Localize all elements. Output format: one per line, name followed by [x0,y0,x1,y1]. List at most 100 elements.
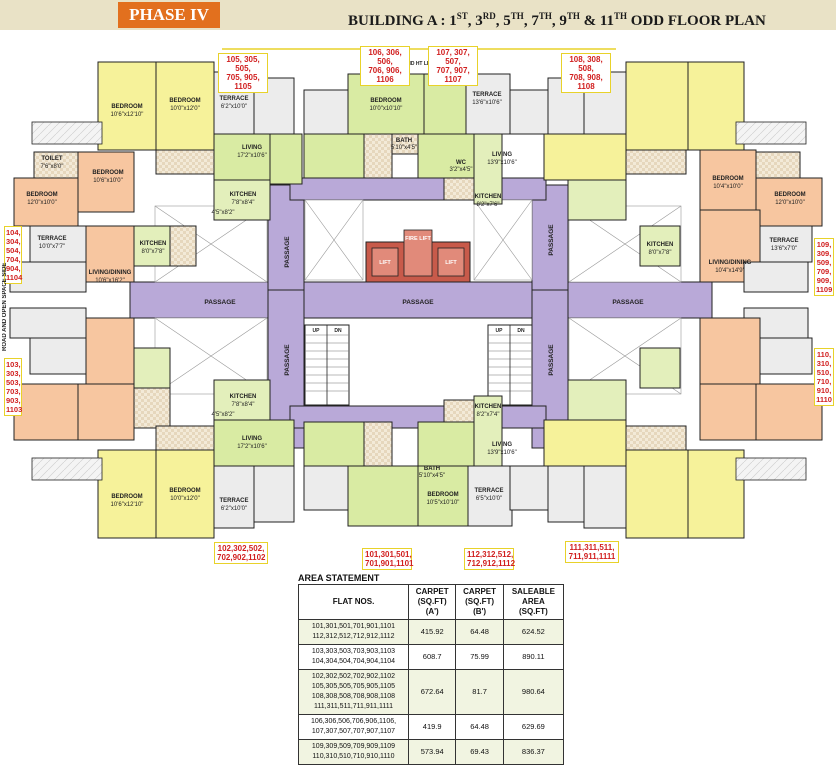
title-part: , 5 [495,13,511,29]
title-sup: ST [456,11,468,21]
room-dim: 6'2"x10'0" [221,506,247,512]
room-dim: 10'6"x12'10" [111,502,144,508]
room-label: KITCHEN [475,404,502,410]
corner-terraces [31,121,807,481]
room-label: TERRACE [37,236,66,242]
flat-label-left-upper: 104, 304, 504, 704, 904, 1104 [4,226,23,284]
column-header: SALEABLE AREA (SQ.FT) [502,584,565,620]
room-dim: 7'6"x8'0" [41,164,64,170]
room-dim: 8'2"x7'4" [477,412,500,418]
table-row: 103,303,503,703,903,1103 104,304,504,704… [298,644,565,670]
room-dim: 10'0"x7'7" [39,244,65,250]
stair-dn-label: DN [334,328,342,334]
title-part: & 11 [579,13,615,29]
lift-label: LIFT [445,260,457,266]
flat-numbers-cell: 102,302,502,702,902,1102 105,305,505,705… [298,669,409,715]
flat-label-bottom-right: 111,311,511, 711,911,1111 [565,541,619,563]
carpet-b-cell: 64.48 [455,619,504,645]
room-dim: 13'9"x10'6" [487,450,517,456]
room-labels: BEDROOM 10'6"x12'10" BEDROOM 10'0"x12'0"… [26,92,805,512]
road-left-label: ROAD AND OPEN SPACE SIDE [2,262,8,352]
flat-label-left-lower: 103, 303, 503, 703, 903, 1103 [4,358,23,416]
room-label: KITCHEN [475,194,502,200]
room-label: TERRACE [219,498,248,504]
flat-bottom-center-right [417,395,553,527]
passage-label: PASSAGE [612,299,644,306]
room-dim: 10'4"x10'0" [713,184,743,190]
flat-label-bottom-center-left: 101,301,501, 701,901,1101 [362,548,414,570]
table-row: 102,302,502,702,902,1102 105,305,505,705… [298,669,565,715]
room-label: TERRACE [474,488,503,494]
room-dim: 10'6"x16'2" [95,278,125,284]
room-label: LIVING [492,152,512,158]
lift-core [365,229,471,283]
flat-numbers-cell: 103,303,503,703,903,1103 104,304,504,704… [298,644,409,670]
flat-top-center-left [303,73,425,179]
room-label: LIVING [242,436,262,442]
staircase-right [487,324,533,406]
room-dim: 13'6"x10'6" [472,100,502,106]
room-label: BEDROOM [26,192,57,198]
passage-label: PASSAGE [284,344,291,376]
room-label: BATH [424,466,440,472]
room-dim: 7'8"x8'4" [232,200,255,206]
room-label: TERRACE [472,92,501,98]
room-dim: 5'10"x4'5" [419,473,445,479]
room-dim: 6'2"x10'0" [221,104,247,110]
room-dim: 5'10"x4'5" [391,145,417,151]
room-label: LIVING/DINING [89,270,132,276]
carpet-a-cell: 415.92 [407,619,457,645]
room-dim: 10'0"x12'0" [170,496,200,502]
room-label: KITCHEN [230,394,257,400]
room-label: TERRACE [219,96,248,102]
table-row: 101,301,501,701,901,1101 112,312,512,712… [298,619,565,645]
table-row: 106,306,506,706,906,1106, 107,307,507,70… [298,714,565,740]
column-header: CARPET (SQ.FT) (B') [455,584,504,620]
table-row: 109,309,509,709,909,1109 110,310,510,710… [298,739,565,765]
flat-left-upper [9,151,197,293]
passage-label: PASSAGE [548,224,555,256]
carpet-a-cell: 419.9 [407,714,457,740]
stair-up-label: UP [496,328,504,334]
room-label: LIVING [492,442,512,448]
room-dim: 13'9"x10'6" [487,160,517,166]
room-dim: 10'6"x12'10" [111,112,144,118]
carpet-b-cell: 81.7 [455,669,504,715]
room-label: TOILET [41,156,63,162]
room-label: KITCHEN [230,192,257,198]
title-part: , 7 [523,13,539,29]
room-label: BEDROOM [774,192,805,198]
room-label: BATH [396,138,412,144]
passage-label: PASSAGE [284,236,291,268]
room-label: KITCHEN [647,242,674,248]
flat-bottom-right [543,379,745,539]
title-sup: RD [482,11,496,21]
flat-label-top-center-left: 106, 306, 506, 706, 906, 1106 [360,46,410,86]
room-label: BEDROOM [370,98,401,104]
flat-numbers-cell: 109,309,509,709,909,1109 110,310,510,710… [298,739,409,765]
phase-tag: PHASE IV [118,2,220,28]
room-dim: 4'5"x8'2" [212,210,235,216]
title-sup: TH [510,11,524,21]
room-dim: 8'2"x7'6" [477,202,500,208]
staircase-left [304,324,350,406]
flat-bottom-left [97,379,295,539]
area-statement-title: AREA STATEMENT [298,573,380,583]
carpet-a-cell: 672.64 [407,669,457,715]
passage-label: PASSAGE [402,299,434,306]
saleable-cell: 890.11 [502,644,565,670]
room-dim: 7'8"x8'4" [232,402,255,408]
room-dim: 17'2"x10'6" [237,444,267,450]
title-part: ODD FLOOR PLAN [627,13,766,29]
flat-label-right-upper: 109, 309, 509, 709, 909, 1109 [814,238,834,296]
room-dim: 10'6"x10'0" [93,178,123,184]
saleable-cell: 624.52 [502,619,565,645]
carpet-b-cell: 69.43 [455,739,504,765]
flat-label-right-lower: 110, 310, 510, 710, 910, 1110 [814,348,834,406]
saleable-cell: 836.37 [502,739,565,765]
column-header: CARPET (SQ.FT) (A') [407,584,457,620]
room-label: BEDROOM [169,488,200,494]
flat-right-upper [639,149,823,293]
room-dim: 13'6"x7'0" [771,246,797,252]
stair-up-label: UP [313,328,321,334]
